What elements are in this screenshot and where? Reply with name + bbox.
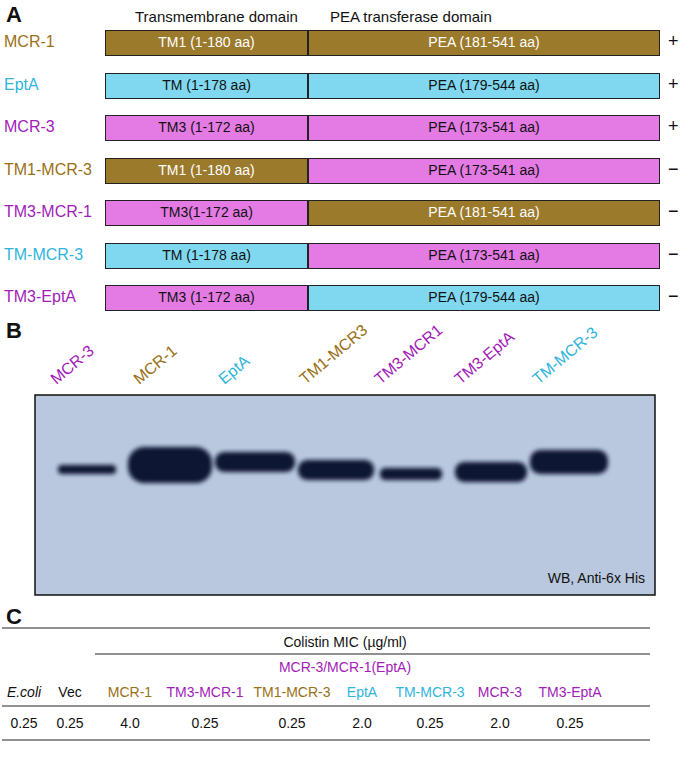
transmembrane-domain-box: TM (1-178 aa) — [105, 73, 308, 99]
table-header: MCR-1 — [108, 684, 152, 700]
table-cell: 0.25 — [278, 715, 305, 731]
transferase-domain-box: PEA (173-541 aa) — [308, 115, 660, 141]
transferase-domain-box: PEA (181-541 aa) — [308, 30, 660, 56]
table-header: EptA — [347, 684, 377, 700]
table-header: TM3-MCR-1 — [167, 684, 244, 700]
transmembrane-domain-box: TM (1-178 aa) — [105, 243, 308, 269]
table-cell: 0.25 — [191, 715, 218, 731]
transmembrane-domain-box: TM3 (1-172 aa) — [105, 115, 308, 141]
domain-label: TM1 (1-180 aa) — [158, 163, 254, 178]
table-header: TM-MCR-3 — [395, 684, 464, 700]
construct-name: MCR-3 — [4, 118, 55, 136]
domain-header: PEA transferase domain — [330, 8, 492, 25]
table-cell: 0.25 — [10, 715, 37, 731]
construct-name: MCR-1 — [4, 33, 55, 51]
domain-label: PEA (173-541 aa) — [428, 120, 539, 135]
lane-label: MCR-3 — [47, 341, 98, 388]
domain-header: Transmembrane domain — [135, 8, 298, 25]
domain-label: TM1 (1-180 aa) — [158, 35, 254, 50]
transferase-domain-box: PEA (179-544 aa) — [308, 285, 660, 311]
activity-sign: − — [668, 159, 679, 180]
domain-label: TM3(1-172 aa) — [160, 205, 253, 220]
domain-label: TM3 (1-172 aa) — [158, 120, 254, 135]
construct-name: TM-MCR-3 — [4, 246, 83, 264]
blot-annotation: WB, Anti-6x His — [548, 570, 645, 586]
transmembrane-domain-box: TM3(1-172 aa) — [105, 200, 308, 226]
panel-letter: C — [6, 604, 22, 629]
western-blot — [35, 395, 655, 595]
transmembrane-domain-box: TM3 (1-172 aa) — [105, 285, 308, 311]
table-header: Vec — [58, 684, 81, 700]
transferase-domain-box: PEA (173-541 aa) — [308, 243, 660, 269]
transferase-domain-box: PEA (179-544 aa) — [308, 73, 660, 99]
lane-label: TM1-MCR3 — [296, 321, 371, 388]
domain-label: PEA (173-541 aa) — [428, 248, 539, 263]
table-cell: 4.0 — [120, 715, 139, 731]
table-cell: 2.0 — [490, 715, 509, 731]
table-header: E.coli — [7, 684, 41, 700]
table-rules — [2, 628, 650, 740]
domain-label: PEA (179-544 aa) — [428, 78, 539, 93]
transmembrane-domain-box: TM1 (1-180 aa) — [105, 30, 308, 56]
transferase-domain-box: PEA (181-541 aa) — [308, 200, 660, 226]
transmembrane-domain-box: TM1 (1-180 aa) — [105, 158, 308, 184]
table-header: MCR-3/MCR-1(EptA) — [279, 659, 411, 675]
activity-sign: − — [668, 244, 679, 265]
lane-label: TM3-MCR1 — [371, 321, 446, 388]
table-header: TM1-MCR-3 — [254, 684, 331, 700]
table-cell: 0.25 — [56, 715, 83, 731]
domain-label: TM (1-178 aa) — [162, 248, 251, 263]
lane-label: EptA — [215, 352, 253, 388]
activity-sign: + — [668, 31, 679, 52]
panel-letter: B — [6, 318, 22, 343]
table-header: TM3-EptA — [538, 684, 601, 700]
activity-sign: + — [668, 116, 679, 137]
domain-label: PEA (181-541 aa) — [428, 205, 539, 220]
construct-name: TM3-MCR-1 — [4, 203, 92, 221]
domain-label: PEA (173-541 aa) — [428, 163, 539, 178]
lane-label: TM3-EptA — [451, 328, 518, 388]
activity-sign: − — [668, 286, 679, 307]
lane-label: TM-MCR-3 — [529, 323, 601, 388]
table-cell: 0.25 — [416, 715, 443, 731]
activity-sign: + — [668, 74, 679, 95]
construct-name: EptA — [4, 76, 39, 94]
construct-name: TM1-MCR-3 — [4, 161, 92, 179]
table-header: Colistin MIC (µg/ml) — [283, 634, 406, 650]
domain-label: TM3 (1-172 aa) — [158, 290, 254, 305]
domain-label: TM (1-178 aa) — [162, 78, 251, 93]
table-header: MCR-3 — [478, 684, 522, 700]
table-cell: 2.0 — [352, 715, 371, 731]
table-cell: 0.25 — [556, 715, 583, 731]
panel-letter: A — [6, 2, 22, 27]
domain-label: PEA (179-544 aa) — [428, 290, 539, 305]
construct-name: TM3-EptA — [4, 288, 76, 306]
activity-sign: − — [668, 201, 679, 222]
domain-label: PEA (181-541 aa) — [428, 35, 539, 50]
transferase-domain-box: PEA (173-541 aa) — [308, 158, 660, 184]
lane-label: MCR-1 — [130, 341, 181, 388]
